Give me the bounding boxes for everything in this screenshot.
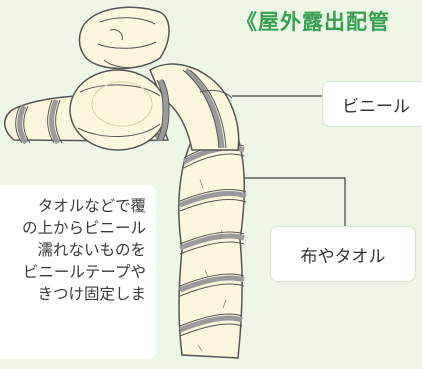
horizontal-pipe bbox=[4, 69, 170, 151]
page-title: 《屋外露出配管 bbox=[236, 10, 390, 34]
vinyl-label-text: ビニール bbox=[342, 96, 410, 117]
vertical-pipe bbox=[178, 137, 247, 359]
vinyl-label: ビニール bbox=[322, 81, 422, 127]
instruction-line: きつけ固定しま bbox=[37, 285, 146, 303]
elbow-wrap bbox=[149, 63, 240, 151]
cloth-label-text: 布やタオル bbox=[300, 246, 386, 267]
instruction-line: の上からビニール bbox=[21, 219, 146, 237]
instruction-line: 濡れないものを bbox=[37, 241, 146, 259]
instruction-line: タオルなどで覆 bbox=[37, 197, 146, 215]
cloth-label: 布やタオル bbox=[270, 226, 416, 282]
instruction-line: ビニールテープや bbox=[22, 263, 146, 281]
faucet-handle-wrap bbox=[78, 6, 170, 70]
cloth-leader-line bbox=[228, 177, 346, 226]
instruction-note: タオルなどで覆 の上からビニール 濡れないものを ビニールテープや きつけ固定し… bbox=[0, 185, 156, 359]
